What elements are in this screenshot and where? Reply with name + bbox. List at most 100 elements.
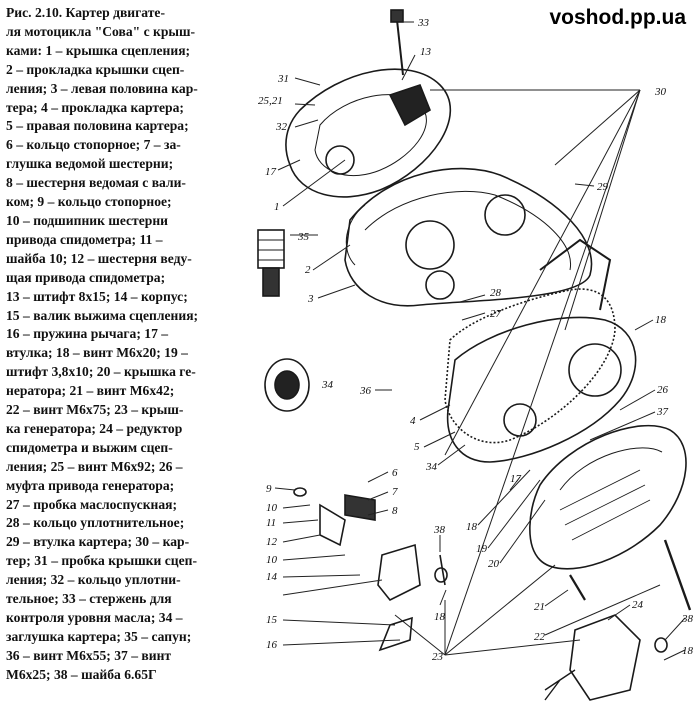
label-36: 36: [359, 385, 372, 397]
caption-line: тельное; 33 – стержень для: [6, 591, 172, 607]
caption-line: М6x25; 38 – шайба 6.65Г: [6, 666, 157, 682]
caption-line: ления; 3 – левая половина кар-: [6, 80, 198, 96]
cover-boss: [325, 145, 355, 175]
label-37: 37: [656, 406, 669, 418]
caption-line: ля мотоцикла "Сова" с крыш-: [6, 23, 196, 39]
label-14: 14: [266, 571, 278, 583]
label-23: 23: [432, 651, 444, 663]
label-13: 13: [420, 46, 432, 58]
label-1: 1: [274, 201, 280, 213]
figure-caption: Рис. 2.10. Картер двигате-ля мотоцикла "…: [6, 4, 260, 685]
caption-line: заглушка картера; 35 – сапун;: [6, 628, 192, 644]
label-24: 24: [632, 599, 644, 611]
cover-lever: [388, 84, 431, 127]
label-10b: 10: [266, 554, 278, 566]
label-16: 16: [266, 639, 278, 651]
caption-line: привода спидометра; 11 –: [6, 231, 163, 247]
label-8: 8: [392, 505, 398, 517]
housing-14: [377, 543, 421, 602]
label-7: 7: [392, 486, 398, 498]
label-19: 19: [476, 543, 488, 555]
caption-line: спидометра и выжим сцеп-: [6, 439, 173, 455]
caption-line: ления; 32 – кольцо уплотни-: [6, 572, 181, 588]
label-10a: 10: [266, 502, 278, 514]
caption-line: ления; 25 – винт М6x92; 26 –: [6, 458, 183, 474]
part-labels: 33 13 31 25,21 32 17 1 30 29 35 2 3 28 2…: [258, 17, 694, 663]
caption-line: штифт 3,8x10; 20 – крышка ге-: [6, 364, 196, 380]
caption-line: шайба 10; 12 – шестерня веду-: [6, 250, 192, 266]
label-18a: 18: [655, 314, 667, 326]
label-25-21: 25,21: [258, 95, 283, 107]
site-watermark: voshod.pp.ua: [549, 6, 687, 29]
caption-line: тер; 31 – пробка крышки сцеп-: [6, 553, 197, 569]
dipstick-cap: [390, 9, 404, 23]
label-27: 27: [490, 308, 502, 320]
washer-38: [434, 567, 448, 583]
label-31: 31: [277, 73, 289, 85]
label-15: 15: [266, 614, 278, 626]
label-33: 33: [417, 17, 430, 29]
label-28: 28: [490, 287, 502, 299]
label-18b: 18: [466, 521, 478, 533]
label-3: 3: [307, 293, 314, 305]
label-12: 12: [266, 536, 278, 548]
caption-line: 6 – кольцо стопорное; 7 – за-: [6, 137, 181, 153]
generator-cover: [529, 424, 687, 570]
caption-line: ка генератора; 24 – редуктор: [6, 420, 183, 436]
speedo-gear: [319, 503, 346, 547]
right-crankcase-half: [446, 316, 637, 463]
label-18d: 18: [682, 645, 694, 657]
label-2: 2: [305, 264, 311, 276]
caption-line: щая привода спидометра;: [6, 269, 166, 285]
label-35: 35: [297, 231, 310, 243]
speedo-reducer: [569, 614, 641, 701]
caption-line: 36 – винт М6x55; 37 – винт: [6, 647, 172, 663]
caption-line: 2 – прокладка крышки сцеп-: [6, 61, 185, 77]
driven-gear: [344, 494, 376, 521]
label-38b: 38: [681, 613, 694, 625]
label-30: 30: [654, 86, 667, 98]
label-5: 5: [414, 441, 420, 453]
leader-lines: [274, 21, 686, 661]
label-38a: 38: [433, 524, 446, 536]
caption-line: 5 – правая половина картера;: [6, 118, 189, 134]
breather: [257, 229, 285, 269]
label-26: 26: [657, 384, 669, 396]
caption-line: контроля уровня масла; 34 –: [6, 610, 183, 625]
caption-line: 22 – винт М6x75; 23 – крыш-: [6, 402, 184, 418]
caption-line: ком; 9 – кольцо стопорное;: [6, 194, 172, 210]
dipstick: [396, 19, 404, 76]
label-17b: 17: [510, 473, 522, 485]
label-11: 11: [266, 517, 276, 529]
label-17a: 17: [265, 166, 277, 178]
circlip: [293, 487, 307, 497]
label-34b: 34: [425, 461, 438, 473]
right-bore: [568, 343, 622, 397]
label-9: 9: [266, 483, 272, 495]
caption-line: Рис. 2.10. Картер двигате-: [6, 5, 165, 20]
crank-bore: [405, 220, 455, 270]
left-crankcase-half: [344, 167, 593, 307]
label-22: 22: [534, 631, 546, 643]
caption-line: 28 – кольцо уплотнительное;: [6, 515, 185, 531]
label-29: 29: [597, 181, 609, 193]
label-4: 4: [410, 415, 416, 427]
label-32: 32: [275, 121, 288, 133]
screw-22: [663, 539, 692, 611]
caption-line: муфта привода генератора;: [6, 477, 175, 493]
caption-line: 15 – валик выжима сцепления;: [6, 307, 199, 323]
caption-line: 8 – шестерня ведомая с вали-: [6, 175, 186, 191]
caption-line: нератора; 21 – винт М6x42;: [6, 383, 175, 399]
label-21: 21: [534, 601, 545, 613]
caption-line: глушка ведомой шестерни;: [6, 156, 174, 172]
caption-line: 10 – подшипник шестерни: [6, 212, 168, 228]
crankcase-gasket: [444, 288, 616, 444]
shaft-bore-2: [425, 270, 455, 300]
shaft-bore: [484, 194, 526, 236]
clutch-cover: [285, 68, 452, 198]
caption-line: 29 – втулка картера; 30 – кар-: [6, 534, 190, 550]
label-20: 20: [488, 558, 500, 570]
right-bore-2: [503, 403, 537, 437]
caption-line: ками: 1 – крышка сцепления;: [6, 42, 191, 58]
label-34a: 34: [321, 379, 334, 391]
